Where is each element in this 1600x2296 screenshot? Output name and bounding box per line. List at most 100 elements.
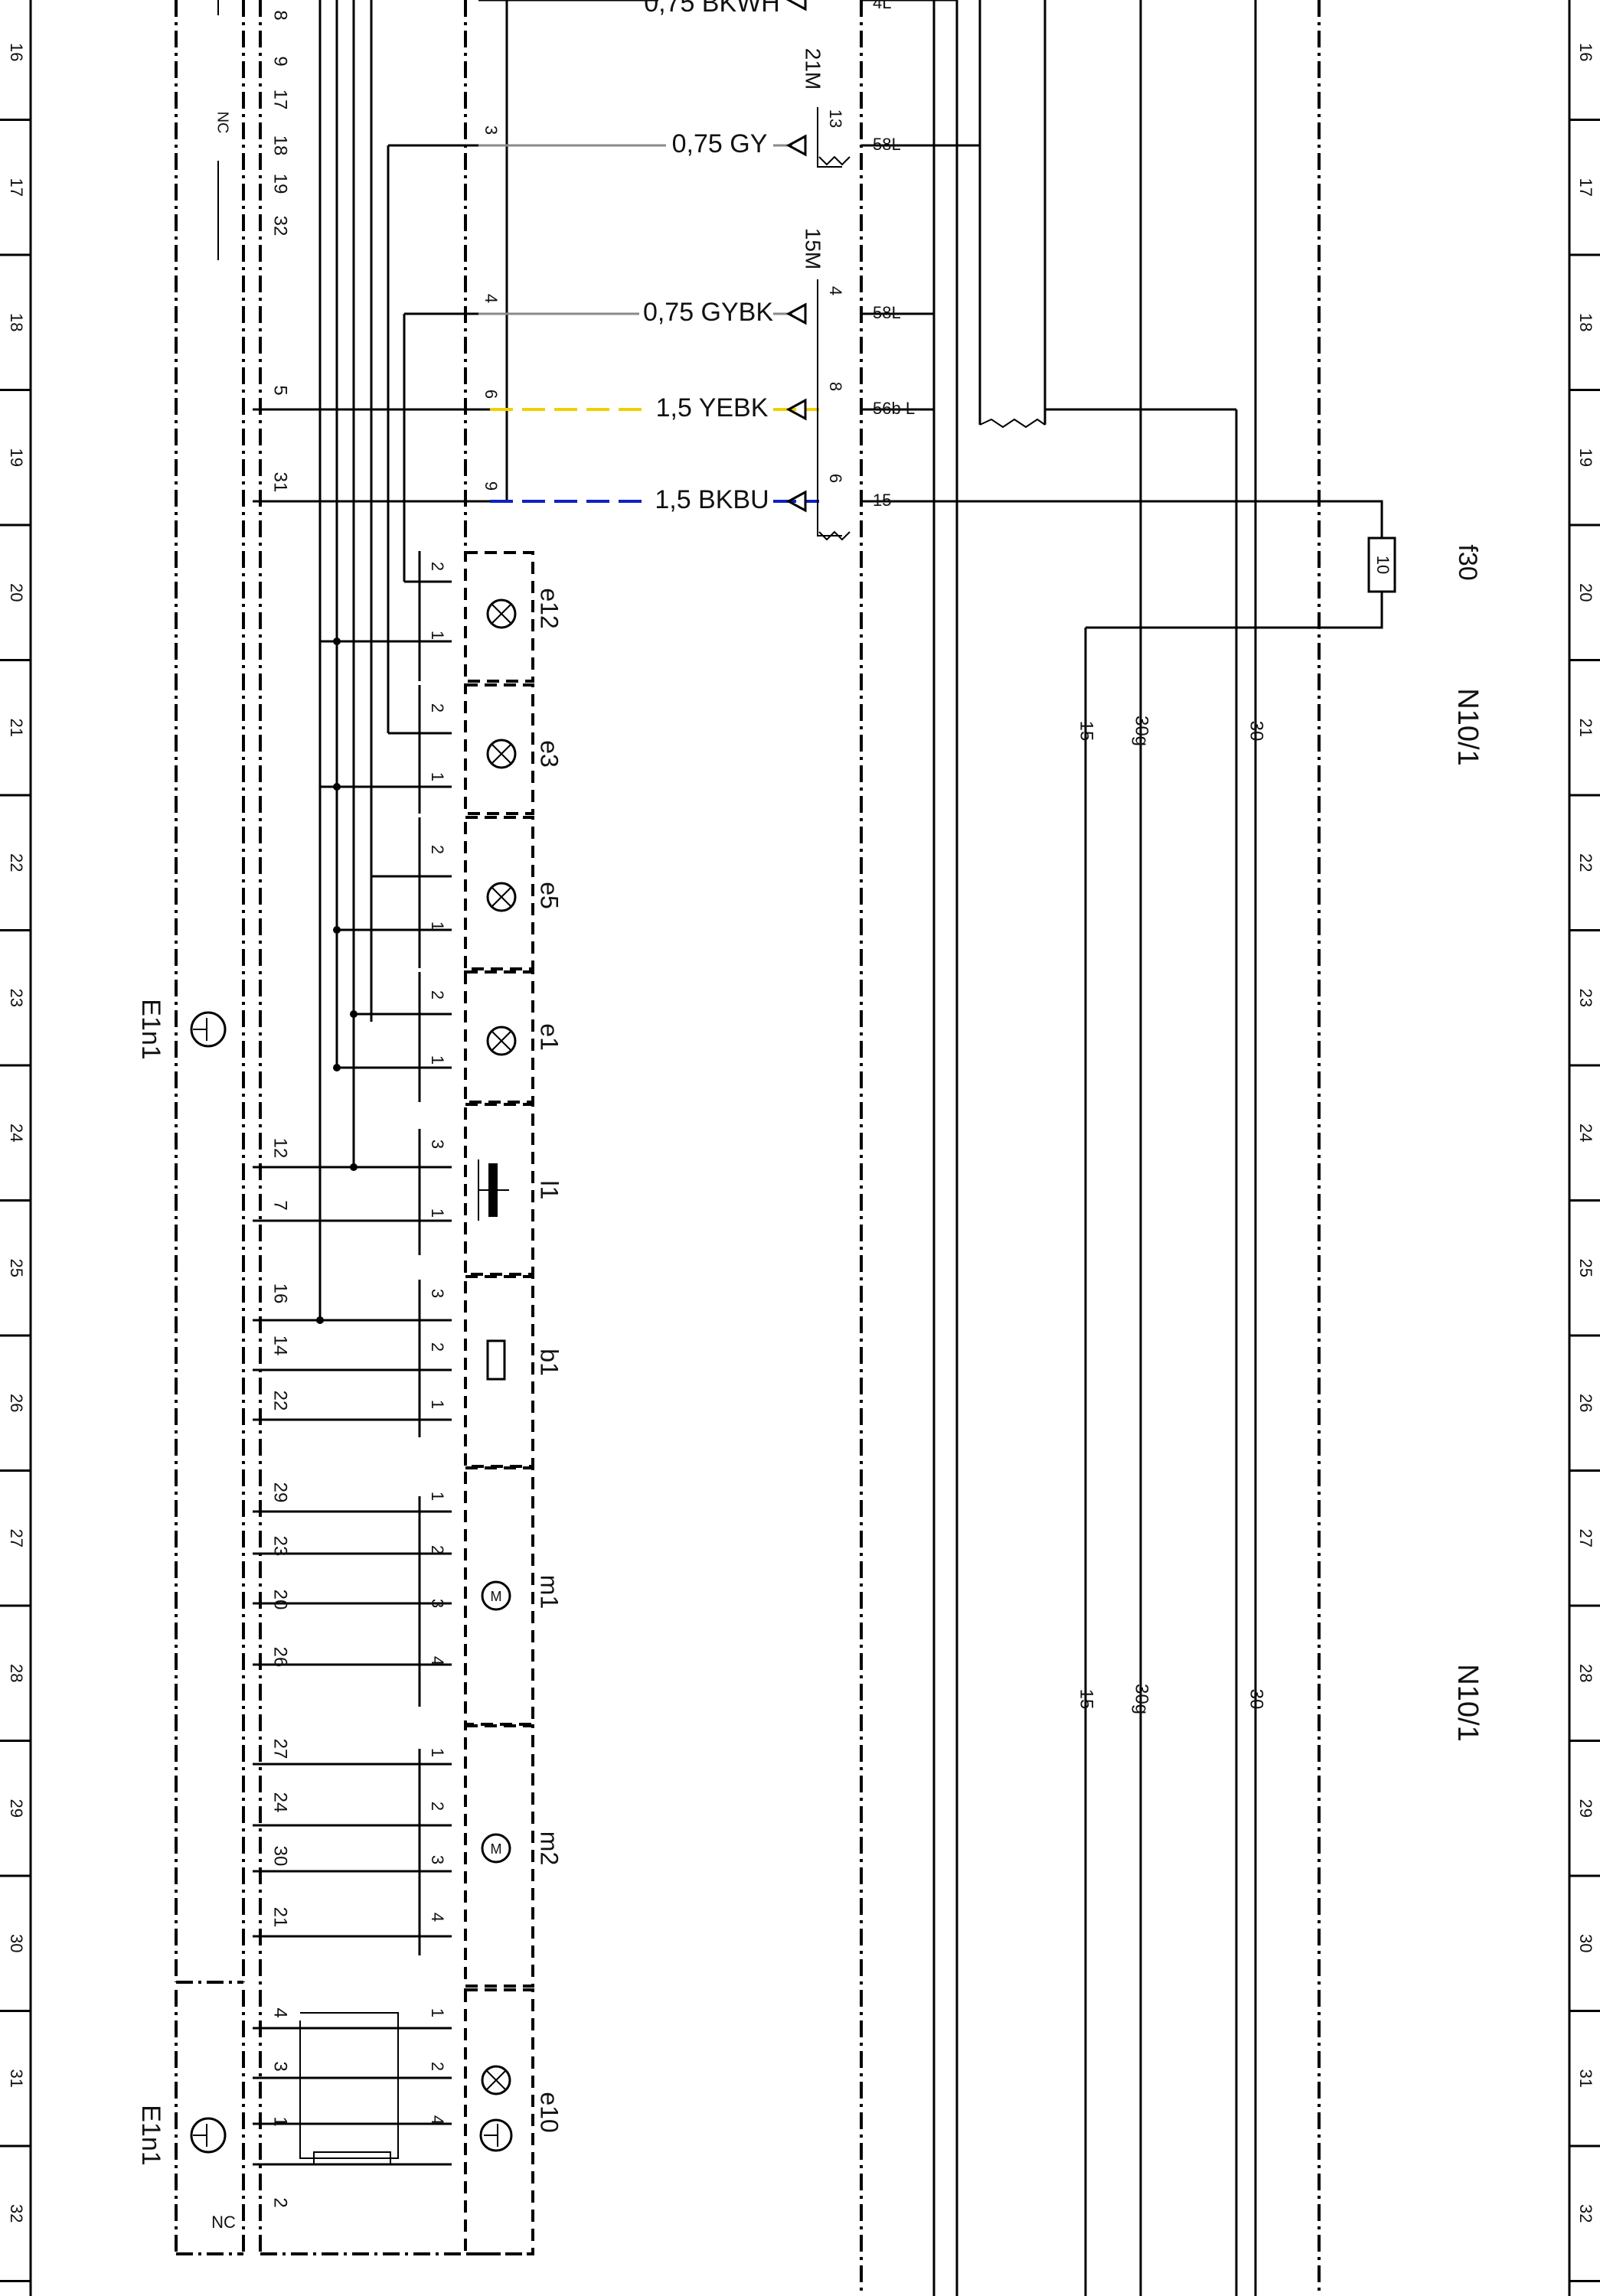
motor-m2-letter: M bbox=[491, 1841, 502, 1857]
bus-label: 30 bbox=[1246, 1689, 1267, 1710]
transistor-e10-symbol bbox=[479, 2118, 513, 2152]
component-pin-e10: 2 bbox=[428, 2062, 447, 2071]
row-number-left: 18 bbox=[7, 313, 26, 331]
resistor-b1-symbol bbox=[486, 1339, 506, 1381]
left-connector-pin: 16 bbox=[270, 1283, 291, 1304]
wire-pin: 4L bbox=[873, 0, 891, 12]
lamp-e1-symbol bbox=[486, 1026, 517, 1056]
component-label-m2: m2 bbox=[536, 1831, 563, 1865]
component-pin-e10: 1 bbox=[428, 2008, 447, 2017]
row-number-right: 27 bbox=[1576, 1529, 1595, 1548]
component-pin-b1: 3 bbox=[428, 1289, 447, 1298]
row-number-left: 23 bbox=[7, 989, 26, 1007]
module-pin: 6 bbox=[482, 390, 501, 399]
wire-pin: 58L bbox=[873, 303, 901, 322]
left-connector-pin: 32 bbox=[270, 216, 291, 236]
module-pin: 3 bbox=[482, 126, 501, 135]
row-number-left: 21 bbox=[7, 719, 26, 737]
row-number-left: 26 bbox=[7, 1394, 26, 1412]
row-number-right: 22 bbox=[1576, 853, 1595, 872]
module-label-e1n1: E1n1 bbox=[136, 2105, 165, 2165]
module-pin: 4 bbox=[482, 294, 501, 303]
component-pin-e3: 1 bbox=[428, 772, 447, 781]
row-number-left: 25 bbox=[7, 1259, 26, 1277]
component-pin-m2: 3 bbox=[428, 1855, 447, 1864]
grid-frame bbox=[29, 0, 1571, 2296]
component-pin-m2: 4 bbox=[428, 1913, 447, 1922]
left-connector-pin: 21 bbox=[270, 1907, 291, 1928]
row-number-right: 17 bbox=[1576, 178, 1595, 197]
left-connector-pin: 29 bbox=[270, 1482, 291, 1503]
row-number-right: 25 bbox=[1576, 1259, 1595, 1277]
left-connector-pin: 26 bbox=[270, 1647, 291, 1668]
component-pin-b1: 2 bbox=[428, 1342, 447, 1352]
component-label-e3: e3 bbox=[536, 740, 563, 768]
component-label-m1: m1 bbox=[536, 1575, 563, 1609]
left-connector-pin: 19 bbox=[270, 174, 291, 194]
motor-m2-symbol: M bbox=[481, 1833, 511, 1864]
row-number-right: 28 bbox=[1576, 1664, 1595, 1682]
left-connector-pin: 23 bbox=[270, 1536, 291, 1557]
transistor-e1n1-lower-symbol bbox=[190, 2117, 227, 2154]
nc-label: NC bbox=[214, 112, 231, 134]
row-number-right: 31 bbox=[1576, 2069, 1595, 2088]
module-pin: 9 bbox=[482, 481, 501, 491]
component-pin-e3: 2 bbox=[428, 703, 447, 713]
plug-pin: 8 bbox=[826, 382, 845, 391]
left-connector-pin: 2 bbox=[270, 2197, 291, 2207]
left-connector-pin: 18 bbox=[270, 135, 291, 156]
row-number-left: 28 bbox=[7, 1664, 26, 1682]
wire-pin: 58L bbox=[873, 135, 901, 154]
row-number-left: 32 bbox=[7, 2204, 26, 2223]
component-pin-m1: 4 bbox=[428, 1656, 447, 1665]
left-connector-pin: 14 bbox=[270, 1336, 291, 1356]
motor-m1-letter: M bbox=[491, 1589, 502, 1604]
component-label-e12: e12 bbox=[536, 588, 563, 628]
component-pin-m1: 1 bbox=[428, 1492, 447, 1501]
left-connector-pin: 4 bbox=[270, 2007, 291, 2017]
module-label-e1n1: E1n1 bbox=[136, 999, 165, 1059]
component-label-l1: l1 bbox=[536, 1181, 563, 1200]
wire-label: 0,75 GY bbox=[672, 129, 768, 158]
row-number-left: 16 bbox=[7, 43, 26, 61]
left-connector-pin: 31 bbox=[270, 472, 291, 493]
component-label-e1: e1 bbox=[536, 1023, 563, 1051]
wire-label: 1,5 BKBU bbox=[655, 485, 769, 514]
left-connector-pin: 8 bbox=[270, 10, 291, 20]
left-connector-pin: 24 bbox=[270, 1792, 291, 1813]
lamp-e3-symbol bbox=[486, 739, 517, 769]
left-connector-pin: 30 bbox=[270, 1846, 291, 1867]
wire-label: 0,75 BKWH bbox=[644, 0, 780, 18]
left-connector-pin: 1 bbox=[270, 2116, 291, 2126]
component-pin-b1: 1 bbox=[428, 1400, 447, 1409]
plug-label: 15M bbox=[802, 228, 825, 269]
left-connector-pin: 5 bbox=[270, 385, 291, 395]
component-pin-l1: 3 bbox=[428, 1140, 447, 1149]
row-number-right: 29 bbox=[1576, 1799, 1595, 1818]
bus-label: 30g bbox=[1131, 1684, 1152, 1714]
row-number-left: 31 bbox=[7, 2069, 26, 2088]
left-connector-pin: 3 bbox=[270, 2061, 291, 2071]
plug-pin: 4 bbox=[826, 286, 845, 295]
left-connector-pin: 20 bbox=[270, 1590, 291, 1610]
wire-label: 0,75 GYBK bbox=[643, 298, 773, 327]
row-number-right: 24 bbox=[1576, 1124, 1595, 1142]
left-connector-pin: 9 bbox=[270, 56, 291, 66]
row-number-right: 26 bbox=[1576, 1394, 1595, 1412]
row-number-right: 20 bbox=[1576, 583, 1595, 602]
bus-label: 30 bbox=[1246, 721, 1267, 742]
row-number-left: 19 bbox=[7, 448, 26, 467]
row-number-right: 19 bbox=[1576, 448, 1595, 467]
bus-label: 30g bbox=[1131, 716, 1152, 746]
plug-pin: 13 bbox=[826, 109, 845, 128]
plug-label: 21M bbox=[802, 48, 825, 90]
lamp-e10-symbol bbox=[481, 2065, 511, 2095]
component-symbols: M M bbox=[190, 0, 517, 2154]
left-connector-pin: 17 bbox=[270, 90, 291, 110]
row-number-right: 30 bbox=[1576, 1934, 1595, 1952]
row-number-left: 20 bbox=[7, 583, 26, 602]
fuse-label: f30 bbox=[1453, 544, 1482, 580]
bus-label: 15 bbox=[1076, 1689, 1097, 1710]
component-pin-m2: 2 bbox=[428, 1802, 447, 1811]
